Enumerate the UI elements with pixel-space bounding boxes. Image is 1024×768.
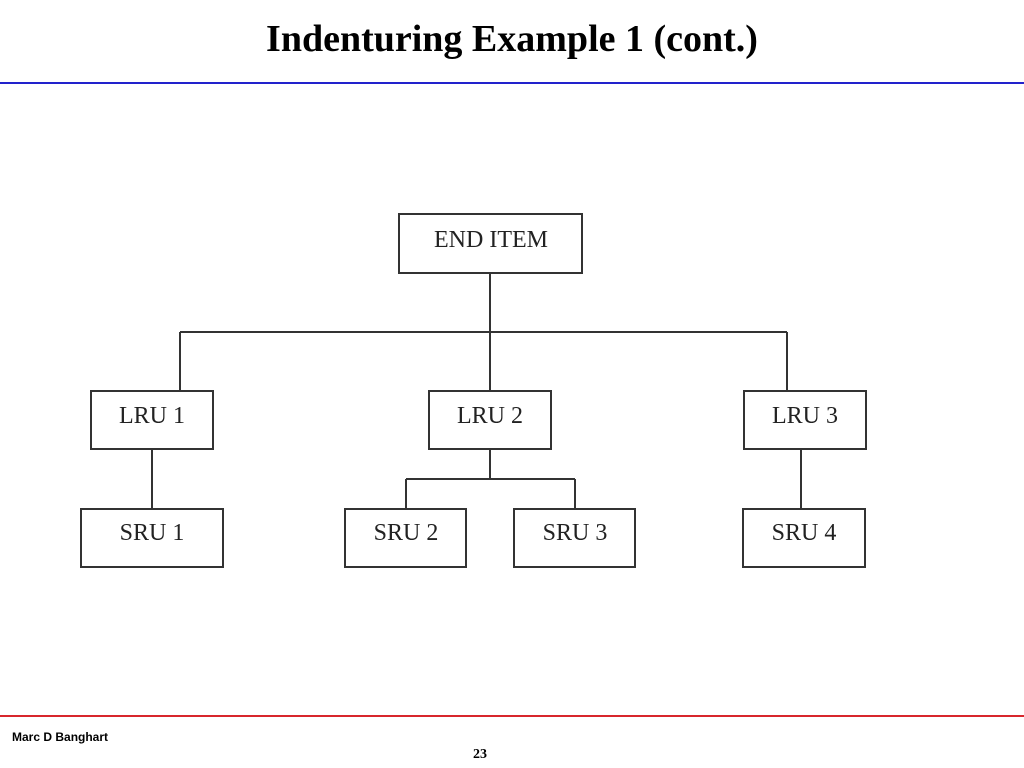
author-name: Marc D Banghart bbox=[12, 730, 109, 744]
node-sru2-label: SRU 2 bbox=[374, 520, 439, 546]
node-sru4-box bbox=[742, 508, 866, 568]
node-sru3: SRU 3 bbox=[513, 508, 636, 568]
node-lru2-box bbox=[428, 390, 552, 450]
node-lru2-label: LRU 2 bbox=[457, 403, 523, 429]
node-sru2: SRU 2 bbox=[344, 508, 467, 568]
slide-title: Indenturing Example 1 (cont.) bbox=[266, 18, 758, 60]
title-divider bbox=[0, 82, 1024, 84]
node-lru3-box bbox=[743, 390, 867, 450]
node-sru2-box bbox=[344, 508, 467, 568]
node-lru2: LRU 2 bbox=[428, 390, 552, 450]
node-sru1: SRU 1 bbox=[80, 508, 224, 568]
node-lru1-label: LRU 1 bbox=[119, 403, 185, 429]
node-sru3-label: SRU 3 bbox=[543, 520, 608, 546]
node-end-item-label: END ITEM bbox=[434, 227, 548, 253]
node-end-item-box bbox=[398, 213, 583, 274]
node-sru3-box bbox=[513, 508, 636, 568]
node-end-item: END ITEM bbox=[398, 213, 583, 274]
node-sru1-label: SRU 1 bbox=[120, 520, 185, 546]
node-sru4: SRU 4 bbox=[742, 508, 866, 568]
page-number: 23 bbox=[473, 747, 487, 762]
node-sru4-label: SRU 4 bbox=[772, 520, 837, 546]
connectors bbox=[151, 273, 802, 509]
node-lru1: LRU 1 bbox=[90, 390, 214, 450]
node-sru1-box bbox=[80, 508, 224, 568]
node-lru3-label: LRU 3 bbox=[772, 403, 838, 429]
footer-divider bbox=[0, 715, 1024, 717]
node-lru1-box bbox=[90, 390, 214, 450]
node-lru3: LRU 3 bbox=[743, 390, 867, 450]
